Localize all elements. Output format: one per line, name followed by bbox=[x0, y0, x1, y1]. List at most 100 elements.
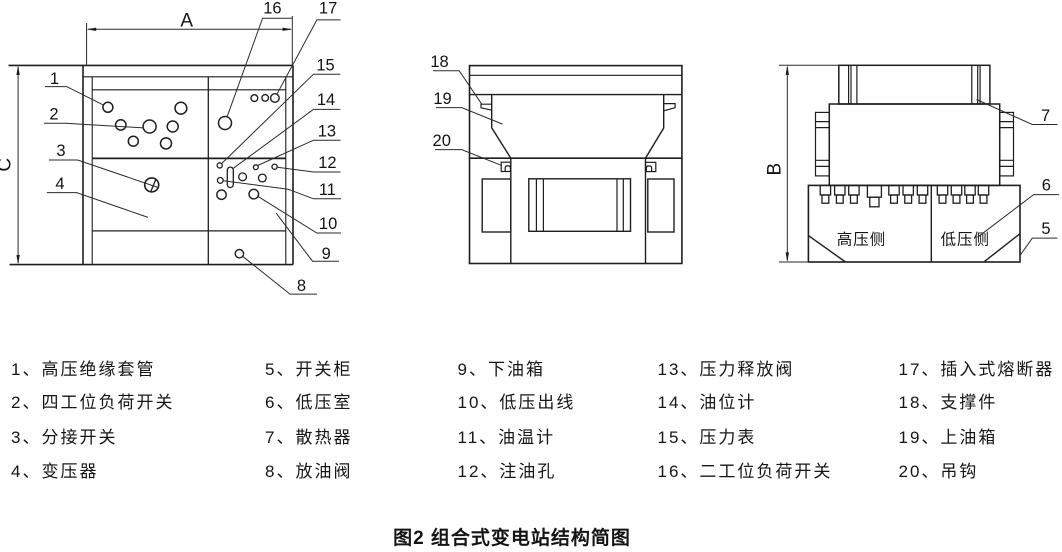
lv-bushing-upper bbox=[964, 184, 976, 196]
end-view: 高压侧 低压侧 B 7 6 5 bbox=[765, 64, 1059, 263]
lv-outlet-circle bbox=[248, 188, 260, 200]
fuse-circle bbox=[250, 93, 259, 103]
lv-bushing-lower bbox=[965, 194, 975, 204]
hv-bushing-circle bbox=[114, 118, 127, 131]
lower-tank-flange-lines bbox=[535, 178, 624, 232]
callout-7-leader bbox=[976, 99, 1058, 125]
lv-bushing-upper bbox=[902, 184, 915, 196]
support-bracket-left bbox=[480, 103, 492, 111]
dim-a-arrow-right bbox=[282, 27, 293, 31]
callout-5-leader bbox=[1019, 237, 1058, 257]
legend-item: 16、二工位负荷开关 bbox=[657, 462, 833, 481]
callout-9-number: 9 bbox=[322, 245, 331, 263]
legend-item: 5、开关柜 bbox=[265, 359, 353, 379]
fuse-circle bbox=[261, 93, 270, 102]
cabinet-chamfer-left bbox=[807, 235, 846, 263]
legend-item: 18、支撑件 bbox=[898, 393, 998, 412]
switch-cabinet-box: 高压侧 低压侧 bbox=[807, 184, 1021, 263]
front-view: A C 1 2 3 4 16 17 bbox=[0, 0, 341, 295]
four-position-switch-circle bbox=[142, 119, 157, 134]
callout-7: 7 bbox=[976, 99, 1058, 125]
dim-b-arrow-bottom bbox=[785, 252, 789, 262]
tank-left-flange-lines bbox=[815, 121, 830, 167]
dim-c-arrow-bottom bbox=[16, 255, 20, 265]
tank-box bbox=[814, 103, 1015, 187]
callout-12-leader bbox=[277, 166, 341, 173]
legend-item: 4、变压器 bbox=[11, 462, 99, 481]
callout-8: 8 bbox=[242, 255, 317, 295]
legend-item: 9、下油箱 bbox=[457, 359, 545, 379]
callout-20: 20 bbox=[433, 132, 502, 166]
radiator-outline bbox=[838, 64, 991, 105]
side-right-panel bbox=[647, 178, 675, 233]
callout-1-number: 1 bbox=[50, 70, 59, 88]
callout-4: 4 bbox=[46, 175, 149, 218]
callout-13: 13 bbox=[257, 122, 341, 166]
legend-item: 7、散热器 bbox=[265, 428, 353, 447]
callout-4-leader bbox=[46, 192, 149, 218]
lv-bushing-upper bbox=[916, 184, 929, 196]
substation-structure-diagram: A C 1 2 3 4 16 17 bbox=[0, 0, 1059, 295]
callout-17: 17 bbox=[276, 0, 341, 95]
lv-bushing-upper bbox=[977, 184, 990, 196]
plug-in-fuse-circle bbox=[269, 92, 280, 103]
callout-11-leader bbox=[223, 180, 341, 200]
figure-caption: 图2 组合式变电站结构简图 bbox=[393, 528, 631, 549]
radiator-box bbox=[838, 64, 991, 105]
side-left-panel bbox=[481, 178, 512, 233]
instrument-cluster bbox=[216, 162, 278, 201]
callout-18-number: 18 bbox=[430, 53, 448, 71]
lifting-hook-right-eye bbox=[645, 165, 653, 172]
tap-changer-circle bbox=[143, 177, 160, 193]
lifting-hooks bbox=[500, 161, 657, 173]
legend-item: 19、上油箱 bbox=[898, 428, 998, 447]
callout-13-leader bbox=[257, 139, 341, 166]
callout-7-number: 7 bbox=[1041, 107, 1050, 125]
lv-bushing-upper bbox=[848, 184, 860, 196]
hv-side-label: 高压侧 bbox=[837, 231, 887, 249]
lv-bushing-lower bbox=[952, 194, 961, 204]
callout-16-leader bbox=[226, 17, 293, 117]
hv-bushing-circle bbox=[166, 120, 179, 133]
callout-9: 9 bbox=[275, 212, 339, 263]
tank-right-flange-lines bbox=[999, 121, 1014, 167]
lv-bushing-lower bbox=[821, 194, 830, 204]
legend-item: 2、四工位负荷开关 bbox=[11, 393, 175, 412]
callout-15-number: 15 bbox=[316, 56, 334, 74]
hv-bushing-circle bbox=[174, 101, 188, 115]
tank-right-flange bbox=[999, 111, 1015, 177]
lower-structure bbox=[481, 178, 675, 233]
bushing-row bbox=[819, 184, 990, 208]
legend-item: 1、高压绝缘套管 bbox=[11, 359, 156, 379]
hv-bushing-circle bbox=[159, 137, 173, 150]
callout-11: 11 bbox=[223, 180, 341, 200]
lv-bushing-lower bbox=[904, 194, 913, 204]
callout-3-leader bbox=[49, 159, 159, 189]
oil-filling-hole-circle bbox=[271, 163, 278, 170]
dim-c-label: C bbox=[0, 158, 16, 172]
callout-5: 5 bbox=[1019, 220, 1058, 257]
center-bushing-upper bbox=[866, 184, 883, 198]
lv-bushing-lower bbox=[849, 194, 858, 204]
legend-item: 20、吊钩 bbox=[898, 462, 979, 481]
lifting-hook-right bbox=[644, 161, 657, 173]
callout-5-number: 5 bbox=[1041, 220, 1050, 238]
lv-bushing-upper bbox=[888, 184, 900, 196]
callout-1: 1 bbox=[44, 70, 104, 106]
upper-oil-tank bbox=[491, 94, 665, 159]
callout-15-leader bbox=[221, 73, 341, 164]
dim-a-label: A bbox=[180, 11, 193, 32]
callout-15: 15 bbox=[221, 56, 341, 164]
instrument-circle bbox=[216, 189, 227, 201]
callout-12: 12 bbox=[277, 154, 341, 173]
tank-left-wall bbox=[491, 94, 512, 159]
callout-20-number: 20 bbox=[433, 132, 451, 150]
callout-6: 6 bbox=[977, 177, 1059, 238]
legend-item: 15、压力表 bbox=[657, 428, 757, 447]
pressure-relief-valve-circle bbox=[252, 164, 259, 171]
drain-valve-circle bbox=[234, 248, 245, 259]
oil-level-gauge bbox=[226, 166, 234, 189]
callout-4-number: 4 bbox=[55, 175, 64, 193]
callout-14: 14 bbox=[233, 91, 341, 169]
dim-c-arrow-top bbox=[16, 65, 20, 75]
